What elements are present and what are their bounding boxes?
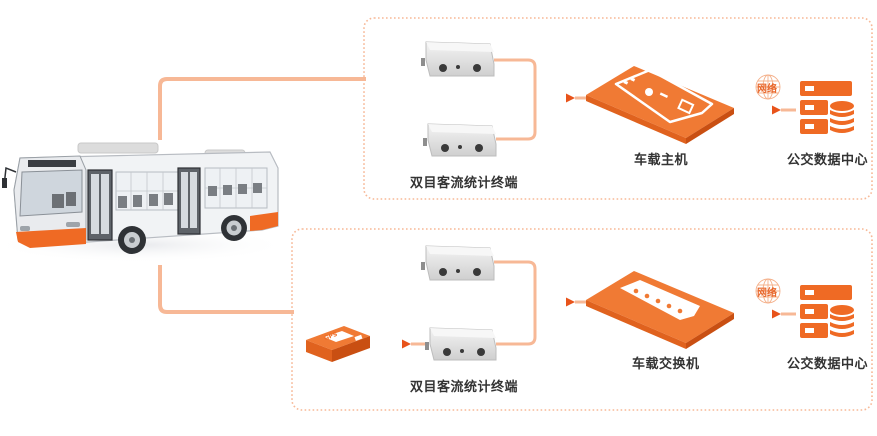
arrowhead-icon bbox=[772, 105, 781, 115]
bus-to-top-connector bbox=[158, 77, 366, 140]
bus-wheel bbox=[221, 215, 247, 241]
bus-to-bottom-connector bbox=[158, 265, 294, 314]
arrowhead-icon bbox=[772, 309, 781, 319]
bottom-host-label: 车载交换机 bbox=[632, 357, 700, 372]
top-datacenter-label: 公交数据中心 bbox=[787, 153, 869, 168]
top-network-label: 网络 bbox=[757, 84, 777, 95]
gps-module-icon bbox=[306, 326, 370, 362]
datacenter-icon bbox=[800, 285, 854, 338]
top-sensor1-connector bbox=[494, 58, 537, 141]
bottom-network-label: 网络 bbox=[757, 288, 777, 299]
bottom-datacenter-label: 公交数据中心 bbox=[787, 357, 869, 372]
bus-wheel bbox=[118, 226, 146, 254]
top-panel-border bbox=[363, 17, 873, 200]
datacenter-icon bbox=[800, 81, 854, 134]
bottom-sensor-2 bbox=[425, 327, 497, 361]
globe-icon bbox=[755, 74, 781, 100]
arrowhead-icon bbox=[402, 339, 411, 349]
top-sensor-2 bbox=[423, 123, 497, 157]
arrowhead-icon bbox=[566, 297, 575, 307]
top-host-label: 车载主机 bbox=[634, 153, 689, 168]
vehicle-host-icon bbox=[586, 66, 734, 144]
top-sensor-label: 双目客流统计终端 bbox=[410, 176, 519, 191]
bus-illustration bbox=[0, 142, 290, 263]
top-sensor-1 bbox=[421, 41, 495, 77]
bottom-sensor-label: 双目客流统计终端 bbox=[410, 380, 519, 395]
vehicle-switch-icon bbox=[586, 271, 734, 349]
globe-icon bbox=[755, 278, 781, 304]
bottom-panel-border bbox=[291, 228, 873, 411]
bottom-sensor-1 bbox=[421, 245, 495, 281]
bottom-sensor-connector bbox=[494, 260, 537, 346]
arrowhead-icon bbox=[566, 93, 575, 103]
